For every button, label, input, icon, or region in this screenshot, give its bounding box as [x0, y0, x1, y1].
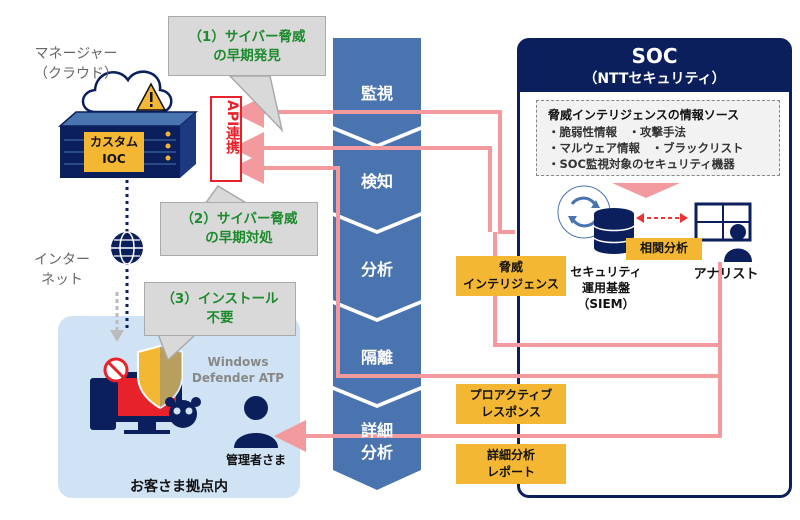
manager-label-line1: マネージャー — [34, 46, 118, 62]
callout-1-line1: （1）サイバー脅威 — [188, 29, 306, 45]
warning-icon — [135, 82, 167, 111]
step-monitor: 監視 — [360, 84, 393, 103]
siem-icon — [557, 185, 635, 254]
chevron-detail — [333, 390, 421, 490]
admin-person-icon — [234, 396, 278, 448]
defender-line1: Windows — [207, 355, 269, 369]
step-detailed-analysis: 詳細 分析 — [333, 420, 421, 464]
siem-line3: （SIEM） — [577, 297, 635, 311]
customer-site-label: お客さま拠点内 — [130, 479, 228, 495]
source-to-siem-arrow — [612, 183, 680, 198]
intel-source-item: ・SOC監視対象のセキュリティ機器 — [548, 157, 735, 171]
server-icon — [58, 111, 198, 178]
internet-label-line1: インター — [34, 252, 90, 268]
callout-1-line2: の早期発見 — [213, 48, 281, 64]
chevron-isolate — [333, 304, 421, 404]
intel-source-item: ・脆弱性情報 ・攻撃手法 — [548, 125, 686, 139]
blocked-icon — [103, 357, 129, 383]
detail-report-label: 詳細分析 レポート — [456, 444, 566, 484]
chevron-analyze — [333, 216, 421, 318]
step-5-line1: 詳細 — [360, 421, 393, 440]
callout-3-line2: 不要 — [206, 310, 234, 326]
intel-sources-title: 脅威インテリジェンスの情報ソース — [548, 108, 740, 122]
callout-no-install — [144, 282, 296, 336]
step-detect: 検知 — [360, 172, 393, 191]
threat-intel-line2: インテリジェンス — [463, 277, 559, 291]
correlation-label: 相関分析 — [626, 238, 702, 260]
step-analyze: 分析 — [360, 260, 393, 279]
api-link-label: API連携 — [224, 100, 240, 155]
callout-3-line1: （3）インストール — [161, 291, 279, 307]
internet-label-line2: ネット — [41, 272, 83, 288]
process-chevrons — [333, 38, 421, 490]
soc-title: SOC — [631, 44, 678, 68]
soc-header — [519, 40, 790, 92]
proactive-response-label: プロアクティブ レスポンス — [456, 384, 566, 424]
custom-ioc-line1: カスタム — [89, 135, 138, 149]
siem-line1: セキュリティ — [570, 265, 642, 279]
callout-1-tail — [228, 75, 284, 133]
intel-sources-box — [536, 100, 780, 176]
custom-ioc-line2: IOC — [102, 152, 126, 166]
report-line2: レポート — [486, 465, 535, 479]
callout-early-detection — [168, 16, 326, 76]
siem-label: セキュリティ 運用基盤 （SIEM） — [556, 264, 656, 312]
intel-source-item: ・マルウェア情報 ・ブラックリスト — [548, 141, 744, 155]
threat-intel-label: 脅威 インテリジェンス — [456, 256, 566, 296]
threat-intel-line1: 脅威 — [498, 260, 523, 274]
internet-label: インター ネット — [22, 250, 102, 290]
globe-icon — [111, 231, 143, 265]
step-isolate: 隔離 — [360, 348, 393, 367]
manager-label-line2: （クラウド） — [34, 66, 118, 82]
shield-icon — [137, 344, 183, 410]
step-5-line2: 分析 — [360, 443, 393, 462]
soc-subtitle: （NTTセキュリティ） — [583, 71, 726, 87]
proactive-line1: プロアクティブ — [469, 388, 553, 402]
virus-icon — [165, 397, 201, 428]
api-link-box — [210, 96, 242, 182]
custom-ioc-label: カスタム IOC — [84, 134, 144, 168]
analyst-icon — [694, 202, 752, 262]
callout-early-response-text: （2）サイバー脅威 の早期対処 — [160, 210, 318, 248]
siem-line2: 運用基盤 — [581, 281, 630, 295]
chevron-monitor — [333, 38, 421, 144]
defender-atp-label: Windows Defender ATP — [188, 354, 288, 386]
manager-label: マネージャー （クラウド） — [6, 44, 146, 84]
analyst-label: アナリスト — [693, 267, 759, 282]
callout-no-install-text: （3）インストール 不要 — [144, 290, 296, 328]
admin-label: 管理者さま — [225, 453, 286, 467]
callout-2-line2: の早期対処 — [205, 230, 273, 246]
callout-early-detection-text: （1）サイバー脅威 の早期発見 — [168, 28, 326, 66]
callout-2-line1: （2）サイバー脅威 — [180, 211, 298, 227]
callout-early-response — [160, 202, 318, 256]
proactive-line2: レスポンス — [481, 405, 541, 419]
defender-line2: Defender ATP — [191, 371, 285, 385]
chevron-detect — [333, 130, 421, 230]
report-line1: 詳細分析 — [486, 448, 535, 462]
